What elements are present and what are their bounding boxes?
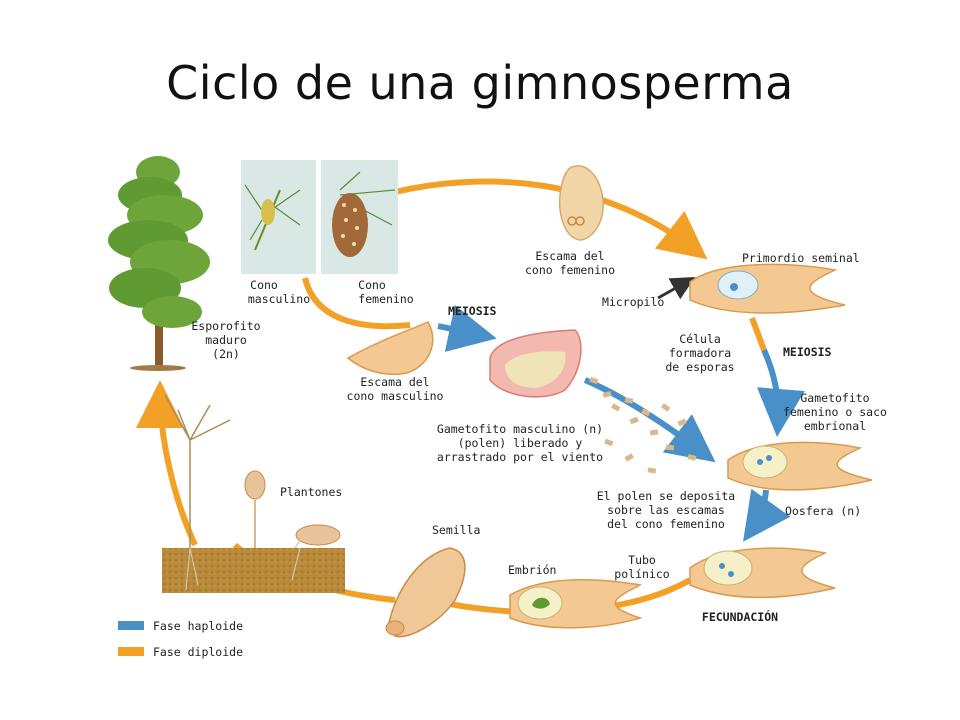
label-embrion: Embrión [508,563,556,577]
pine-tree-illustration [108,156,210,371]
pollen-sac-illustration [489,329,582,398]
label-meiosis-right: MEIOSIS [783,345,832,359]
legend-label-diploid: Fase diploide [153,645,243,659]
haploid-arrows [437,305,805,542]
embryo-scale [509,578,643,629]
label-gametofito-masc: Gametofito masculino (n)(polen) liberado… [437,422,603,464]
label-plantones: Plantones [280,485,342,499]
label-primordio: Primordio seminal [742,251,860,265]
label-oosfera: Oosfera (n) [785,504,861,518]
arrow-pollen-wind [583,377,716,463]
legend-swatch-diploid [118,647,144,656]
arrow-meiosis-right [756,348,805,437]
female-cone-photo [321,160,398,274]
male-cone-photo [241,160,316,274]
label-meiosis-left: MEIOSIS [448,304,497,318]
arrow-seedling-to-tree [136,380,198,547]
arrow-cone-to-female-scale [394,178,708,260]
legend-swatch-haploid [118,621,144,630]
seed-illustration [385,547,466,638]
page-title: Ciclo de una gimnosperma [166,56,794,110]
micropilo-arrow [657,277,696,300]
soil-and-seedlings [162,394,345,593]
label-fecundacion: FECUNDACIÓN [702,609,778,624]
arrow-primordium-down [749,316,767,352]
arrow-cone-to-male-scale [302,277,411,330]
arrow-meiosis-left [437,305,497,352]
ovule-gametophyte [727,441,873,491]
label-semilla: Semilla [432,523,480,537]
legend: Fase haploide Fase diploide [118,619,243,659]
pollen-grains [589,376,697,474]
ovule-primordium [689,263,846,314]
label-micropilo: Micropilo [602,295,664,309]
female-scale-illustration [558,165,604,241]
ovule-fecundacion [689,547,836,599]
legend-label-haploid: Fase haploide [153,619,243,633]
male-scale-illustration [346,321,434,376]
arrow-to-fecundacion [743,488,791,542]
